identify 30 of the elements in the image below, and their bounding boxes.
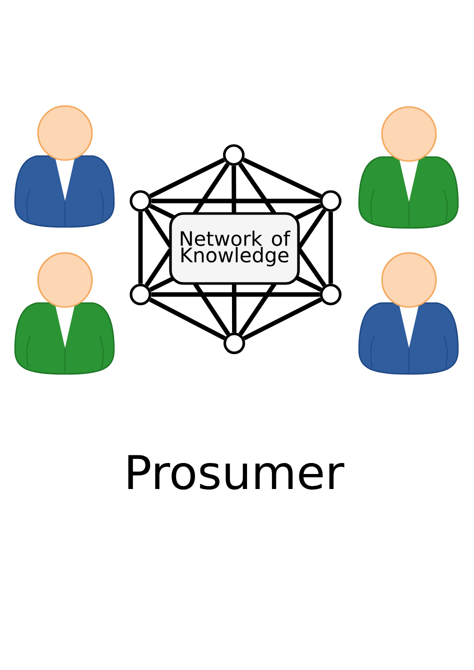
connection-line	[296, 246, 326, 287]
connection-line	[138, 212, 143, 284]
network-node	[223, 144, 245, 166]
connection-line	[232, 166, 236, 214]
connection-line	[192, 162, 230, 215]
connection-line	[328, 212, 333, 284]
title: Prosumer	[128, 455, 344, 490]
network-node	[224, 332, 246, 354]
connection-line	[149, 204, 176, 220]
connection-line	[144, 208, 172, 248]
connection-line	[238, 282, 277, 336]
network-node	[130, 190, 152, 212]
label-box: Network of Knowledge	[169, 212, 300, 285]
connection-line	[144, 248, 172, 287]
connection-line	[296, 208, 326, 250]
connection-line	[151, 198, 320, 204]
connection-line	[238, 162, 276, 215]
connection-line	[149, 298, 226, 340]
network-node	[320, 190, 342, 212]
connection-line	[242, 158, 322, 198]
connection-line	[232, 283, 236, 333]
connection-line	[149, 276, 174, 292]
connection-line	[294, 204, 322, 220]
network-node	[320, 284, 342, 306]
network-node	[130, 284, 152, 306]
connection-line	[151, 292, 320, 297]
connection-line	[295, 276, 322, 292]
connection-line	[149, 158, 226, 198]
connection-line	[193, 282, 230, 336]
connection-line	[242, 297, 322, 340]
